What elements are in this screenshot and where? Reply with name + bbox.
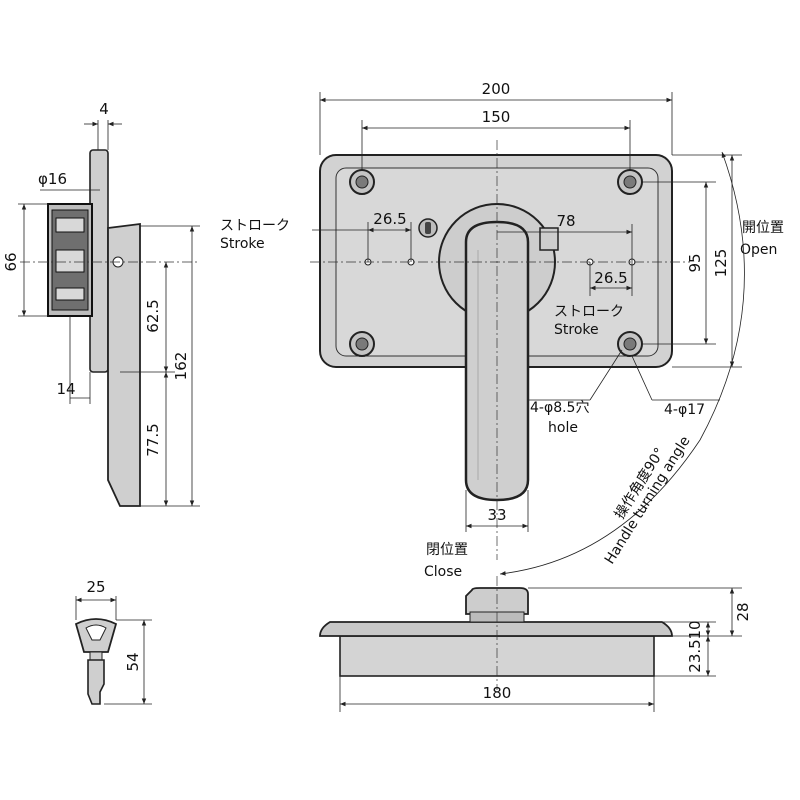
dim-54: 54: [124, 652, 142, 671]
bottom-flange: [319, 621, 673, 637]
dim-78: 78: [556, 212, 575, 230]
keyhole: [418, 218, 438, 238]
stroke-en-left: Stroke: [220, 236, 265, 252]
dim-62-5-group: 62.5: [120, 225, 200, 373]
dim-33: 33: [487, 506, 506, 524]
dim-180: 180: [483, 684, 512, 702]
dim-25-group: 25: [75, 578, 117, 620]
dim-26-5-right: 26.5: [594, 269, 627, 287]
side-handle: [107, 222, 141, 507]
mounting-hole-top-left: [349, 169, 375, 195]
dim-26-5-top: 26.5: [373, 210, 406, 228]
dim-66-group: 66: [2, 203, 48, 317]
dim-125-group: 125: [672, 154, 742, 368]
close-en: Close: [424, 564, 462, 580]
dim-10-group: 10: [662, 620, 716, 640]
open-jp: 開位置: [742, 220, 784, 236]
hole-jp: 4-φ8.5穴: [530, 400, 589, 416]
hole-dia: 4-φ17: [664, 402, 705, 418]
open-en: Open: [740, 242, 777, 258]
key-blade: [87, 659, 105, 705]
dim-125: 125: [712, 249, 730, 278]
dim-10: 10: [686, 620, 704, 639]
hole-en: hole: [548, 420, 578, 436]
dim-4: 4: [99, 100, 109, 118]
dim-62-5: 62.5: [144, 299, 162, 332]
dim-162-group: 162: [172, 226, 195, 506]
dim-28: 28: [734, 602, 752, 621]
side-view: [20, 149, 200, 507]
stroke-left-group: 26.5 ストローク Stroke: [220, 210, 412, 262]
dim-77-5-group: 77.5: [140, 372, 200, 507]
dim-150: 150: [482, 108, 511, 126]
stroke-jp-right: ストローク: [554, 304, 624, 320]
dim-phi16: φ16: [38, 170, 67, 188]
bottom-view: [319, 576, 673, 690]
key: [74, 618, 118, 705]
dim-phi16-group: φ16: [38, 170, 100, 191]
dim-66: 66: [2, 252, 20, 271]
stroke-en-right: Stroke: [554, 322, 599, 338]
dim-200: 200: [482, 80, 511, 98]
dim-28-group: 28: [528, 587, 752, 637]
mounting-hole-bottom-left: [349, 331, 375, 357]
dim-77-5: 77.5: [144, 423, 162, 456]
dim-14: 14: [56, 380, 75, 398]
dim-4-group: 4: [84, 100, 122, 150]
dim-180-group: 180: [339, 676, 655, 712]
angle-en: Handle turning angle: [602, 434, 694, 568]
dim-95: 95: [686, 253, 704, 272]
close-jp: 閉位置: [426, 542, 468, 558]
dim-23-5-group: 23.5: [654, 636, 716, 677]
dim-54-group: 54: [104, 619, 152, 705]
dim-200-group: 200: [319, 80, 673, 155]
stroke-jp-left: ストローク: [220, 218, 290, 234]
mounting-hole-bottom-right: [617, 331, 643, 357]
dim-25: 25: [86, 578, 105, 596]
dim-14-group: 14: [56, 316, 91, 404]
dim-162: 162: [172, 352, 190, 381]
dim-23-5: 23.5: [686, 639, 704, 672]
mounting-hole-top-right: [617, 169, 643, 195]
